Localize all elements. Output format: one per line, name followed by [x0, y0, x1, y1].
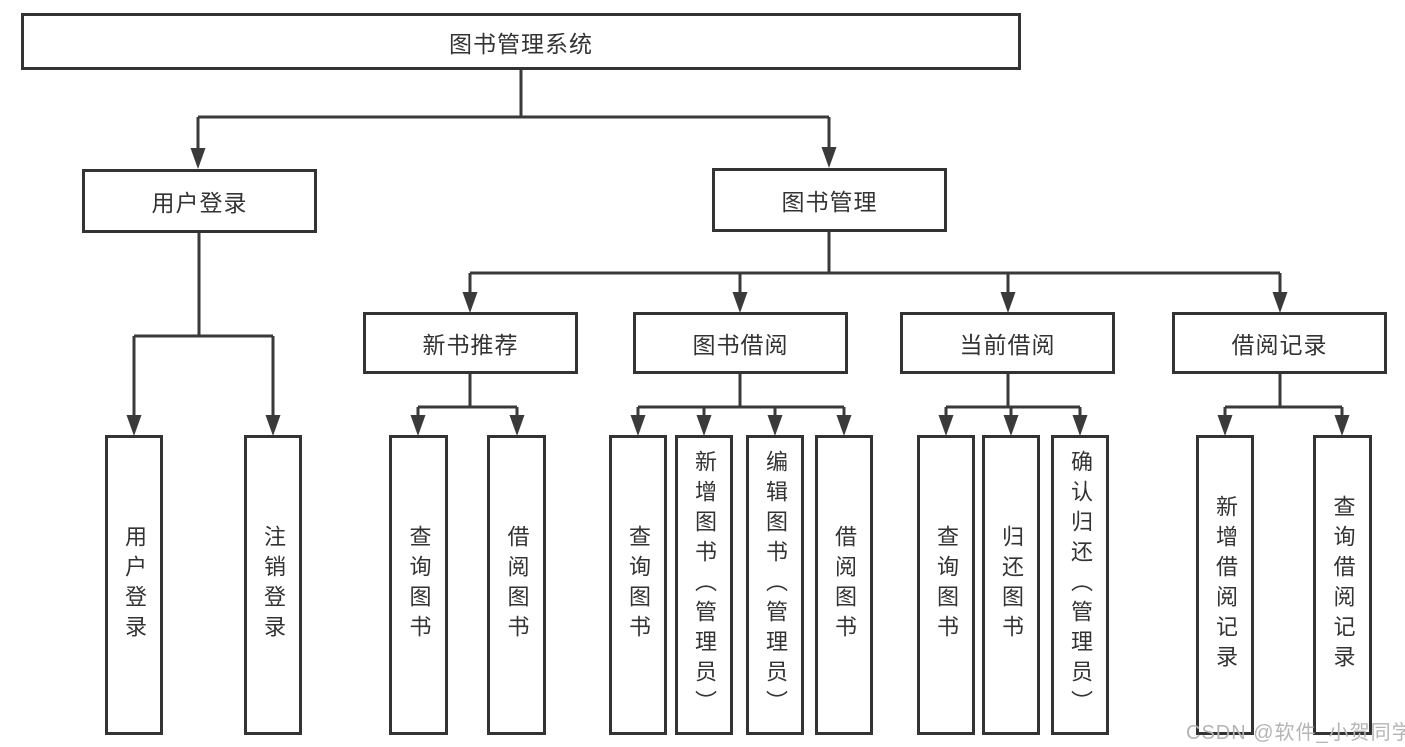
arrowhead [938, 415, 954, 436]
leaf-add-book-admin-label: 新增图书（管理员） [692, 450, 717, 720]
connector-lines [132, 70, 1344, 420]
node-book-management-label: 图书管理 [781, 189, 878, 215]
node-book-borrowing-label: 图书借阅 [692, 332, 789, 358]
leaf-query-borrow-record-label: 查询借阅记录 [1330, 495, 1356, 675]
arrowhead [696, 415, 712, 436]
arrowhead [126, 415, 142, 436]
arrowhead [1072, 415, 1088, 436]
leaf-user-login-label: 用户登录 [122, 525, 147, 645]
arrowhead [509, 415, 525, 436]
leaf-query-book-newbook-label: 查询图书 [406, 525, 432, 645]
node-current-borrowing: 当前借阅 [900, 312, 1115, 374]
leaf-add-book-admin: 新增图书（管理员） [675, 435, 733, 735]
arrowhead [732, 292, 748, 313]
leaf-borrow-book-newbook: 借阅图书 [487, 435, 546, 735]
arrowhead [821, 147, 837, 168]
node-root: 图书管理系统 [21, 13, 1021, 70]
node-user-login-label: 用户登录 [151, 190, 248, 216]
leaf-borrow-book-newbook-label: 借阅图书 [504, 525, 530, 645]
connector-current-borrowing-children [944, 374, 1082, 419]
leaf-query-book-current-label: 查询图书 [934, 525, 959, 645]
leaf-user-login: 用户登录 [105, 435, 163, 735]
arrowhead [462, 292, 478, 313]
arrowhead [190, 148, 206, 169]
node-book-borrowing: 图书借阅 [633, 312, 848, 374]
leaf-query-borrow-record: 查询借阅记录 [1313, 435, 1372, 735]
leaf-add-borrow-record: 新增借阅记录 [1196, 435, 1254, 735]
connector-book-borrowing-children [636, 374, 846, 419]
node-new-book-recommend: 新书推荐 [363, 312, 578, 374]
leaf-edit-book-admin: 编辑图书（管理员） [746, 435, 804, 735]
leaf-query-book-newbook: 查询图书 [389, 435, 448, 735]
arrowhead [836, 415, 852, 436]
leaf-confirm-return-admin-label: 确认归还（管理员） [1068, 450, 1093, 720]
leaf-query-book-borrowing-label: 查询图书 [626, 525, 651, 645]
arrowhead [630, 415, 646, 436]
node-current-borrowing-label: 当前借阅 [959, 332, 1056, 358]
leaf-query-book-current: 查询图书 [917, 435, 975, 735]
arrowhead [1217, 415, 1233, 436]
connector-book-management-children [468, 232, 1282, 296]
leaf-logout-label: 注销登录 [261, 525, 286, 645]
leaf-borrow-book-borrowing-label: 借阅图书 [832, 525, 857, 645]
leaf-logout: 注销登录 [244, 435, 302, 735]
arrowhead [265, 415, 281, 436]
arrowhead [767, 415, 783, 436]
watermark: CSDN @软件_小贺同学 [1186, 722, 1405, 744]
arrowheads [126, 147, 1350, 436]
node-borrowing-records: 借阅记录 [1172, 312, 1387, 374]
leaf-return-book-label: 归还图书 [999, 525, 1024, 645]
leaf-borrow-book-borrowing: 借阅图书 [815, 435, 873, 735]
connector-user-login-children [132, 233, 275, 420]
node-borrowing-records-label: 借阅记录 [1231, 332, 1328, 358]
arrowhead [410, 415, 426, 436]
leaf-return-book: 归还图书 [982, 435, 1040, 735]
arrowhead [1003, 415, 1019, 436]
node-book-management: 图书管理 [712, 168, 947, 232]
connector-root-to-level2 [196, 70, 831, 152]
arrowhead [1334, 415, 1350, 436]
arrowhead [1272, 292, 1288, 313]
leaf-query-book-borrowing: 查询图书 [609, 435, 667, 735]
leaf-add-borrow-record-label: 新增借阅记录 [1213, 495, 1238, 675]
node-new-book-recommend-label: 新书推荐 [422, 332, 519, 358]
node-user-login: 用户登录 [82, 169, 317, 233]
arrowhead [1000, 292, 1016, 313]
leaf-confirm-return-admin: 确认归还（管理员） [1051, 435, 1109, 735]
node-root-label: 图书管理系统 [449, 30, 593, 57]
connector-borrowing-records-children [1223, 374, 1344, 419]
connector-new-book-children [416, 374, 519, 419]
leaf-edit-book-admin-label: 编辑图书（管理员） [763, 450, 788, 720]
